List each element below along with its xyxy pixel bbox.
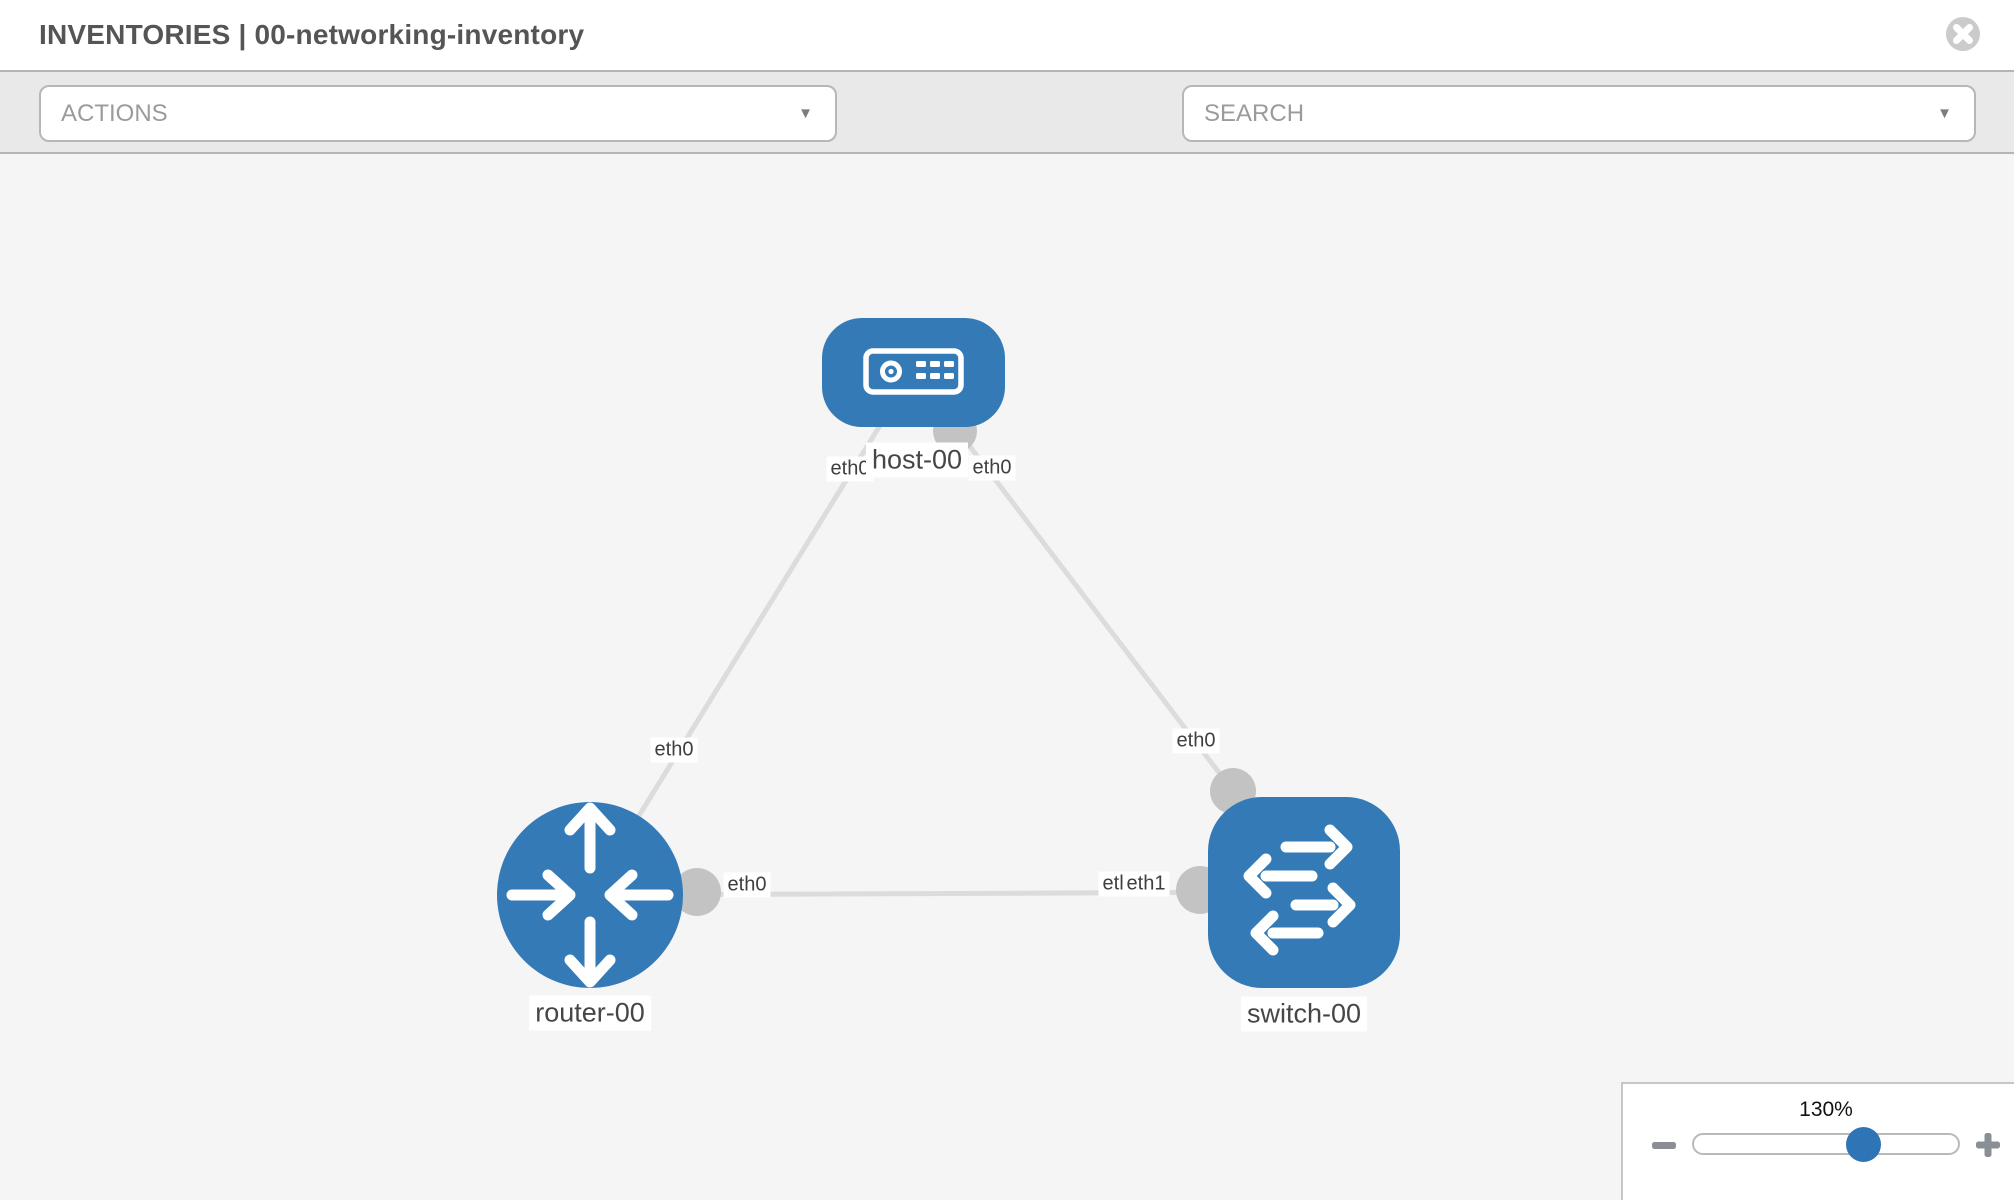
node-label-switch: switch-00 bbox=[1240, 996, 1368, 1032]
node-label-host: host-00 bbox=[865, 442, 969, 478]
chevron-down-icon: ▼ bbox=[1937, 105, 1952, 122]
iface-label-host-right: eth0 bbox=[968, 455, 1016, 481]
plus-icon bbox=[1976, 1133, 2000, 1157]
search-dropdown-label: SEARCH bbox=[1204, 99, 1305, 127]
actions-dropdown-label: ACTIONS bbox=[61, 99, 168, 127]
iface-label-router-right: eth0 bbox=[723, 872, 771, 898]
zoom-control-panel: 130% bbox=[1621, 1082, 2014, 1200]
minus-icon bbox=[1652, 1142, 1676, 1149]
topology-canvas[interactable]: eth0 eth0 eth0 eth0 eth0 eth0 eth1 host-… bbox=[0, 154, 2014, 1200]
host-device-icon bbox=[863, 348, 964, 395]
node-router[interactable] bbox=[497, 802, 683, 988]
iface-label-host-left: eth0 bbox=[826, 456, 874, 482]
zoom-level-value: 130% bbox=[1799, 1098, 1853, 1121]
actions-dropdown[interactable]: ACTIONS ▼ bbox=[39, 85, 837, 142]
header-bar: INVENTORIES | 00-networking-inventory bbox=[0, 0, 2014, 70]
node-label-router: router-00 bbox=[529, 995, 651, 1031]
page-title: INVENTORIES | 00-networking-inventory bbox=[39, 19, 585, 50]
chevron-down-icon: ▼ bbox=[798, 105, 813, 122]
close-button[interactable] bbox=[1945, 16, 1981, 52]
topology-graph bbox=[497, 318, 1400, 988]
close-icon bbox=[1946, 17, 1980, 51]
node-switch[interactable] bbox=[1208, 797, 1400, 988]
iface-label-host-router-mid: eth0 bbox=[650, 737, 698, 763]
zoom-slider-handle[interactable] bbox=[1846, 1127, 1881, 1162]
toolbar: ACTIONS ▼ SEARCH ▼ bbox=[0, 70, 2014, 206]
interface-connectors bbox=[673, 409, 1256, 916]
node-host[interactable] bbox=[822, 318, 1005, 427]
zoom-slider-track[interactable] bbox=[1692, 1133, 1960, 1155]
connector-router-right[interactable] bbox=[673, 868, 721, 916]
zoom-in-button[interactable] bbox=[1975, 1132, 2001, 1158]
router-arrows-icon bbox=[506, 802, 674, 988]
iface-label-switch-left: eth1 bbox=[1122, 871, 1170, 897]
search-dropdown[interactable]: SEARCH ▼ bbox=[1182, 85, 1976, 142]
iface-label-host-switch-mid: eth0 bbox=[1172, 728, 1220, 754]
zoom-out-button[interactable] bbox=[1651, 1132, 1677, 1158]
switch-arrows-icon bbox=[1243, 824, 1356, 956]
